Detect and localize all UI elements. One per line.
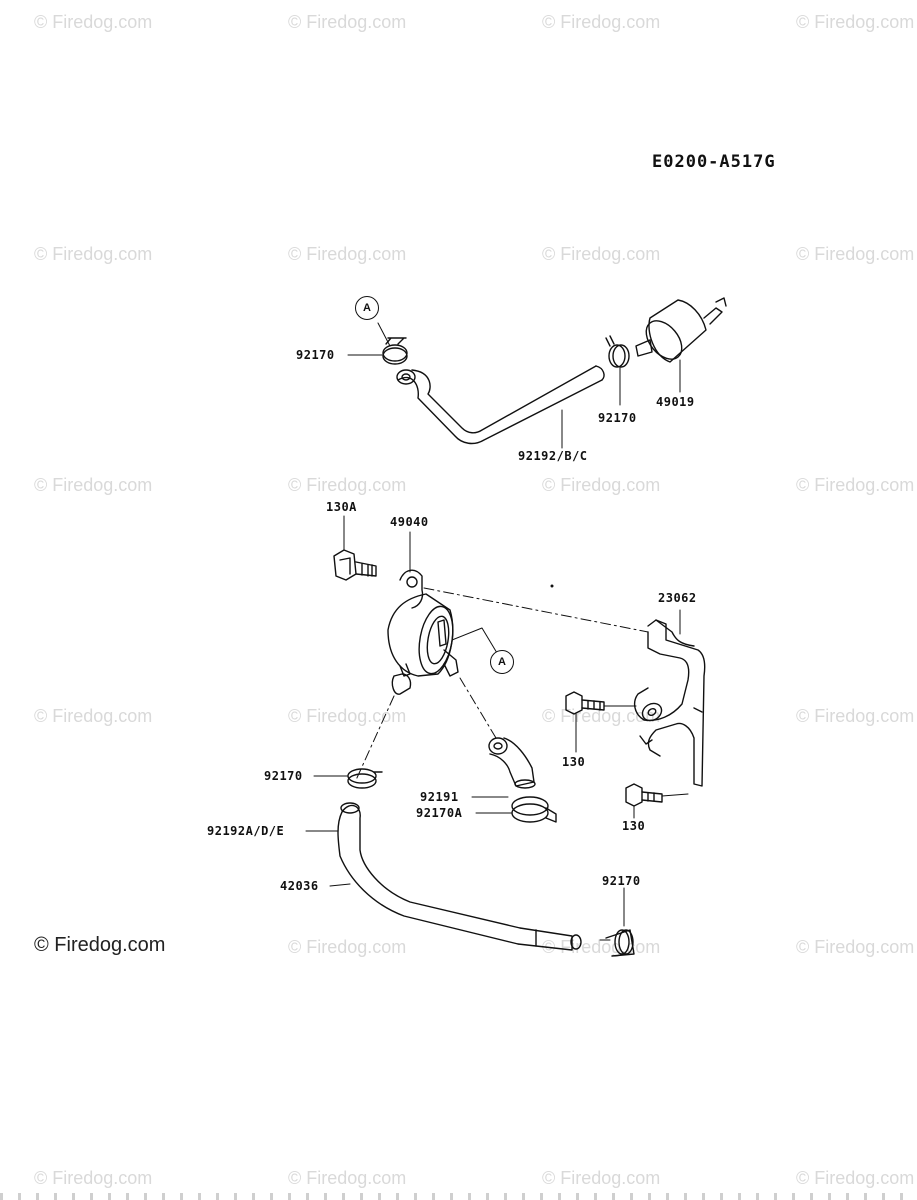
- part-label-bracket[interactable]: 23062: [658, 591, 697, 605]
- clamp-mid-left: [347, 768, 383, 789]
- watermark: © Firedog.com: [288, 706, 407, 726]
- clamp-top-right: [605, 335, 630, 368]
- bolt-130-upper: [565, 691, 637, 715]
- diagram-code: E0200-A517G: [652, 152, 776, 172]
- footer-dots: [0, 1193, 917, 1200]
- watermark: © Firedog.com: [542, 1168, 661, 1188]
- part-label-fuel-pump[interactable]: 49040: [390, 515, 429, 529]
- watermark: © Firedog.com: [796, 244, 915, 264]
- fuel-filter: [635, 297, 727, 363]
- watermark: © Firedog.com: [288, 937, 407, 957]
- callout-a-pump: A: [490, 650, 514, 674]
- part-label-clamp-top-right[interactable]: 92170: [598, 411, 637, 425]
- watermark: © Firedog.com: [542, 244, 661, 264]
- clamp-92170a: [511, 796, 557, 823]
- clamp-bottom-right: [605, 929, 635, 957]
- watermark-main: © Firedog.com: [34, 934, 166, 956]
- part-label-clamp-top-left[interactable]: 92170: [296, 348, 335, 362]
- watermark: © Firedog.com: [796, 937, 915, 957]
- fuel-hose-top: [396, 365, 605, 445]
- callout-a-top: A: [355, 296, 379, 320]
- part-label-clamp-bottom-right[interactable]: 92170: [602, 874, 641, 888]
- bracket: [633, 619, 706, 787]
- watermark: © Firedog.com: [796, 706, 915, 726]
- watermark: © Firedog.com: [796, 1168, 915, 1188]
- watermark: © Firedog.com: [34, 244, 153, 264]
- watermark: © Firedog.com: [34, 706, 153, 726]
- part-label-fuel-filter[interactable]: 49019: [656, 395, 695, 409]
- part-label-fuel-hose-top[interactable]: 92192/B/C: [518, 449, 588, 463]
- part-label-hose-92191[interactable]: 92191: [420, 790, 459, 804]
- watermark: © Firedog.com: [796, 12, 915, 32]
- watermark: © Firedog.com: [288, 12, 407, 32]
- tube-42036: [337, 802, 582, 951]
- watermark: © Firedog.com: [34, 12, 153, 32]
- watermark: © Firedog.com: [288, 1168, 407, 1188]
- hose-92191: [488, 737, 536, 789]
- watermark: © Firedog.com: [34, 1168, 153, 1188]
- part-label-bolt-130-upper[interactable]: 130: [562, 755, 586, 769]
- part-label-tube-42036[interactable]: 42036: [280, 879, 319, 893]
- watermark: © Firedog.com: [542, 475, 661, 495]
- part-label-bolt-130a[interactable]: 130A: [326, 500, 357, 514]
- part-label-hose-92192a[interactable]: 92192A/D/E: [207, 824, 285, 838]
- part-label-clamp-92170a[interactable]: 92170A: [416, 806, 463, 820]
- part-label-clamp-mid-left[interactable]: 92170: [264, 769, 303, 783]
- bolt-130-lower: [625, 783, 689, 807]
- watermark: © Firedog.com: [542, 706, 661, 726]
- watermark: © Firedog.com: [542, 12, 661, 32]
- watermark: © Firedog.com: [288, 244, 407, 264]
- watermark: © Firedog.com: [288, 475, 407, 495]
- watermark: © Firedog.com: [796, 475, 915, 495]
- fuel-pump: [387, 569, 459, 695]
- bolt-130a: [333, 549, 377, 581]
- part-label-bolt-130-lower[interactable]: 130: [622, 819, 646, 833]
- watermark: © Firedog.com: [34, 475, 153, 495]
- clamp-top-left: [382, 337, 408, 365]
